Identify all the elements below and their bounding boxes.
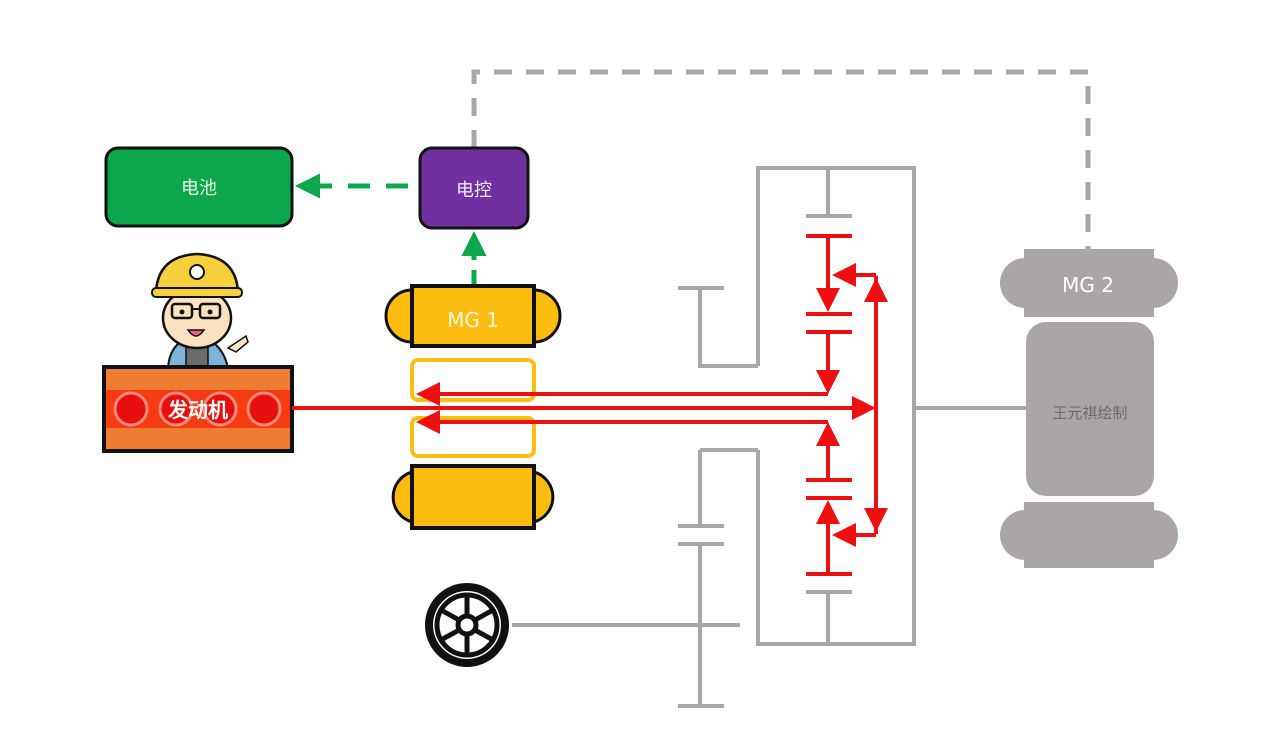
cylinder-icon — [202, 391, 238, 427]
author-watermark: 王元祺绘制 — [1052, 404, 1127, 422]
cylinder-icon — [246, 391, 282, 427]
controller-label: 电控 — [456, 180, 492, 201]
cylinder-icon — [113, 391, 149, 427]
controller-block[interactable]: 电控 — [418, 146, 530, 230]
mg1-label: MG 1 — [447, 308, 499, 332]
planetary-gearset — [512, 166, 1030, 708]
engine-cylinders — [113, 391, 282, 427]
mg1-rotor-top — [410, 358, 536, 402]
engine-label: 发动机 — [167, 398, 228, 422]
mg2-label: MG 2 — [1062, 273, 1114, 297]
engineer-mascot-icon — [151, 252, 249, 369]
mg2-block[interactable]: MG 2 王元祺绘制 — [1000, 249, 1178, 568]
engine-block[interactable]: 发动机 — [102, 365, 294, 453]
controller-mg2-dashed-link — [471, 69, 1091, 250]
battery-label: 电池 — [181, 178, 217, 199]
mg1-rotor-bottom — [410, 416, 536, 458]
cylinder-icon — [158, 391, 194, 427]
wheel-icon[interactable] — [425, 583, 509, 667]
mg1-block[interactable]: MG 1 — [384, 284, 562, 530]
power-flow — [292, 234, 888, 576]
battery-block[interactable]: 电池 — [104, 146, 294, 228]
